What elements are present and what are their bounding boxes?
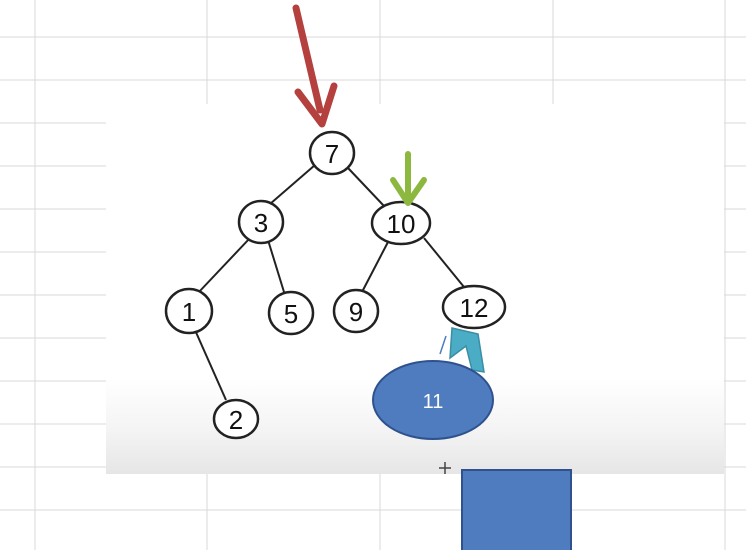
tree-node-label: 1 (182, 297, 196, 327)
edge-7-3 (269, 164, 316, 205)
tree-node-2 (212, 398, 260, 440)
tree-node-label: 7 (325, 139, 339, 169)
edge-3-1 (197, 237, 251, 294)
tree-node-label: 2 (229, 405, 243, 435)
tree-node-10 (370, 200, 432, 246)
ellipse-shape[interactable]: 11 (372, 360, 494, 440)
edge-10-12 (423, 237, 465, 288)
tree-node-12 (441, 284, 507, 330)
tree-node-7 (308, 130, 356, 176)
red-arrow-icon[interactable] (292, 4, 338, 128)
tree-node-5 (267, 290, 315, 336)
tree-node-1 (164, 287, 214, 335)
edge-3-5 (267, 239, 285, 293)
ellipse-shape-label: 11 (423, 391, 444, 413)
tree-node-3 (237, 199, 285, 245)
edge-10-9 (361, 241, 389, 293)
crosshair-cursor-icon (439, 462, 451, 474)
edge-7-10 (347, 167, 385, 207)
tree-node-9 (332, 288, 380, 334)
green-arrow-icon[interactable] (390, 151, 427, 206)
tree-node-label: 10 (387, 209, 416, 239)
tree-node-label: 12 (460, 293, 489, 323)
tree-node-label: 9 (349, 297, 363, 327)
tree-node-label: 3 (254, 208, 268, 238)
tree-node-label: 5 (284, 299, 298, 329)
edge-1-2 (194, 329, 227, 401)
rectangle-shape[interactable] (461, 469, 572, 550)
